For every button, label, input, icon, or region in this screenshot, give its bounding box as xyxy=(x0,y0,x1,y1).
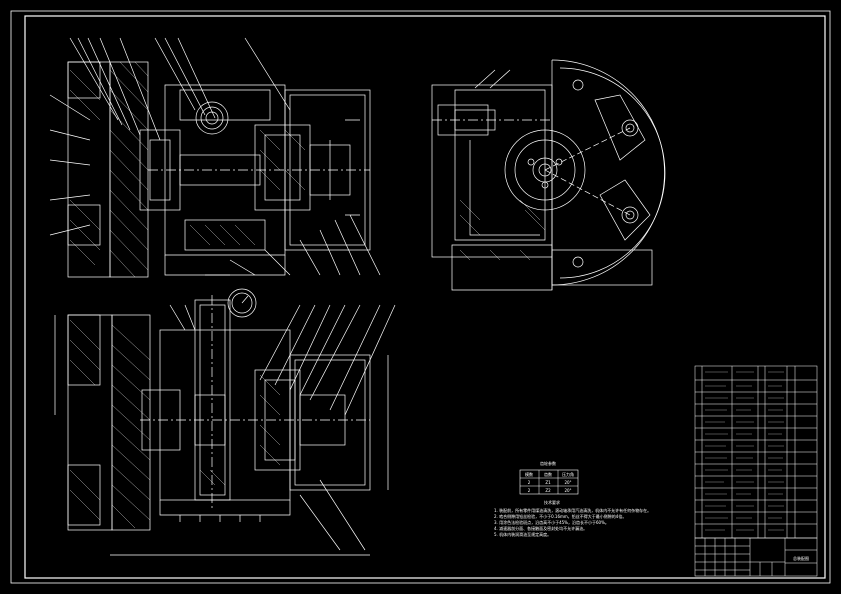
top-left-section-view xyxy=(49,37,381,278)
top-right-side-view xyxy=(431,59,666,291)
drawing-title: 总装配图 xyxy=(793,555,809,561)
table-header-teeth: 齿数 xyxy=(544,471,552,477)
tech-req-title: 技术要求 xyxy=(544,499,560,505)
tech-req-line: 3. 用涂色法检验斑点，沿齿高不小于45%，沿齿长不小于60%。 xyxy=(494,519,609,525)
parts-list-table xyxy=(694,365,818,539)
table-header-angle: 压力角 xyxy=(562,471,574,477)
gear-parameter-table: 齿轮参数 模数 齿数 压力角 2 Z1 20° 2 Z2 20° xyxy=(519,460,579,495)
pressure-gauge-icon xyxy=(227,288,257,318)
tech-req-line: 1. 装配前，所有零件用煤油清洗，滚动轴承用汽油清洗，机体内不允许有任何杂物存在… xyxy=(494,507,651,513)
rotary-flange-circle xyxy=(504,129,586,211)
table-cell: 2 xyxy=(528,488,531,493)
inner-border xyxy=(24,15,826,579)
title-block xyxy=(694,537,818,577)
table-cell: Z2 xyxy=(545,488,551,493)
technical-requirements: 技术要求 1. 装配前，所有零件用煤油清洗，滚动轴承用汽油清洗，机体内不允许有任… xyxy=(494,499,651,537)
table-cell: 20° xyxy=(564,488,571,493)
tech-req-line: 4. 减速器剖分面、各接触面及密封处均不允许漏油。 xyxy=(494,525,587,531)
table-cell: Z1 xyxy=(545,480,551,485)
table-cell: 2 xyxy=(528,480,531,485)
bottom-left-section-view xyxy=(54,295,396,556)
tech-req-line: 5. 机体内装润滑油至规定高度。 xyxy=(494,531,551,537)
table-header-module: 模数 xyxy=(525,471,533,477)
table-cell: 20° xyxy=(564,480,571,485)
parameter-table-title: 齿轮参数 xyxy=(540,460,556,466)
tech-req-line: 2. 啮合侧隙用铅丝检验，不小于0.16mm，铅丝不得大于最小侧隙的4倍。 xyxy=(494,513,626,519)
outer-border xyxy=(10,10,831,584)
